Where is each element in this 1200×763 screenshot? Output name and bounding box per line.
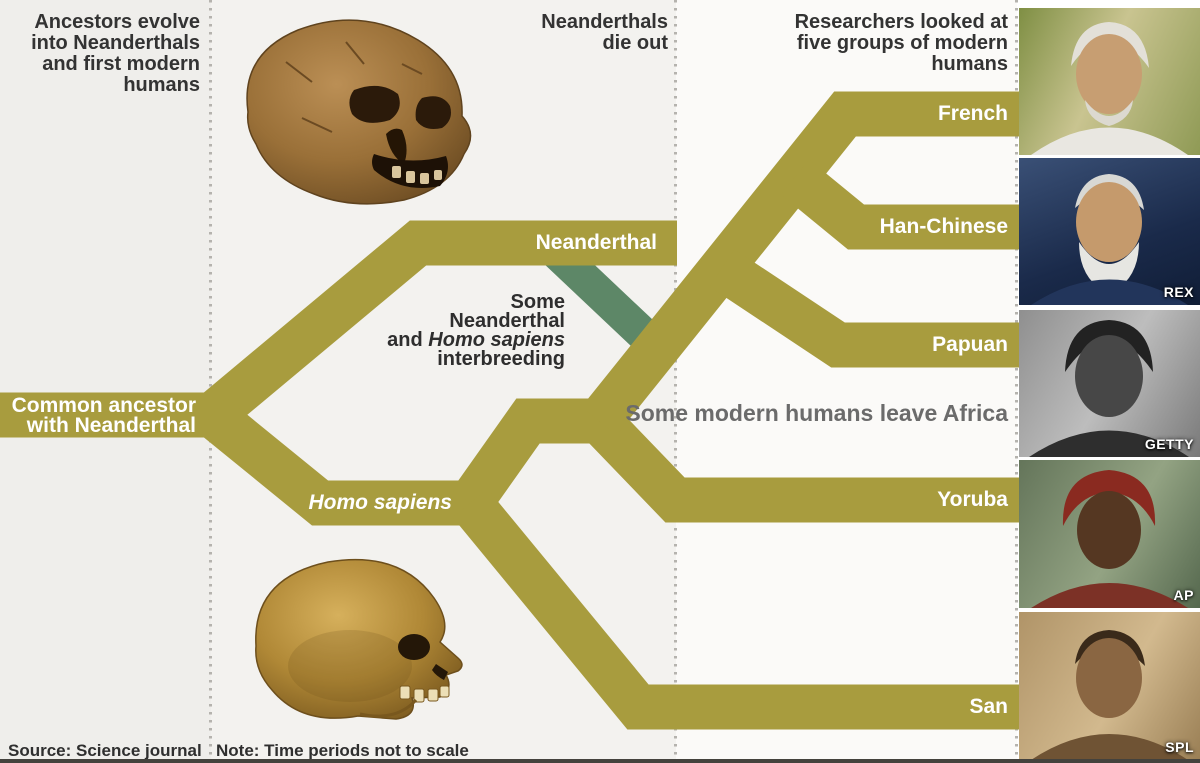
group-label-french: French (937, 102, 1008, 125)
branch-common-to-homo-sapiens (197, 397, 470, 526)
note-line: die out (602, 32, 668, 54)
homo-sapiens-branch-label: Homo sapiens (308, 491, 452, 514)
branch-to-han-chinese (780, 159, 1019, 250)
note-text: and (387, 329, 429, 351)
common-ancestor-label: Common ancestor with Neanderthal (0, 394, 196, 437)
homo-sapiens-skull-image (255, 558, 463, 720)
note-line: Neanderthals (541, 11, 668, 33)
leave-africa-note: Some modern humans leave Africa (625, 400, 1008, 426)
note-text-italic: Homo sapiens (428, 329, 565, 351)
note-line: humans (123, 74, 200, 96)
photo-credit: REX (1163, 284, 1194, 300)
note-line: and first modern (42, 53, 200, 75)
note-line: interbreeding (437, 348, 565, 370)
researchers-note: Researchers looked at five groups of mod… (768, 12, 1008, 75)
photo-san: SPL (1019, 612, 1200, 760)
photo-french (1019, 8, 1200, 155)
label-line: with Neanderthal (26, 414, 196, 437)
photo-credit: SPL (1165, 739, 1194, 755)
person-silhouette (1031, 22, 1188, 155)
group-label-yoruba: Yoruba (937, 488, 1008, 511)
bottom-border-bar (0, 759, 1200, 763)
photo-credit: AP (1173, 587, 1194, 603)
group-label-han-chinese: Han-Chinese (879, 215, 1008, 238)
group-label-san: San (969, 695, 1008, 718)
photo-yoruba: AP (1019, 460, 1200, 608)
timeline-divider-dotted-line (209, 0, 212, 763)
note-line: Researchers looked at (794, 11, 1008, 33)
branch-out-of-africa-to-french (581, 91, 1019, 436)
photo-credit: GETTY (1144, 436, 1194, 452)
branch-to-san (452, 488, 1019, 730)
note-line: Neanderthal (449, 310, 565, 332)
label-line: Common ancestor (11, 394, 196, 417)
note-line: into Neanderthals (31, 32, 200, 54)
person-silhouette (1029, 320, 1189, 457)
note-line: Some (510, 291, 565, 313)
photo-han-chinese: REX (1019, 158, 1200, 305)
neanderthals-die-out-note: Neanderthals die out (478, 12, 668, 54)
person-silhouette (1031, 174, 1188, 305)
source-note: Source: Science journal (8, 741, 202, 760)
timeline-divider-dotted-line (674, 0, 677, 763)
note-line: five groups of modern (796, 32, 1008, 54)
photo-papuan: GETTY (1019, 310, 1200, 457)
timeline-divider-dotted-line (1015, 0, 1018, 763)
note-line: and Homo sapiens (345, 329, 565, 351)
ancestor-skull-image (246, 19, 472, 205)
note-line: humans (931, 53, 1008, 75)
person-silhouette (1031, 630, 1188, 760)
ancestors-evolve-note: Ancestors evolve into Neanderthals and f… (10, 12, 200, 96)
neanderthal-branch-label: Neanderthal (535, 231, 657, 254)
note-line: Ancestors evolve (34, 11, 200, 33)
timescale-note: Note: Time periods not to scale (216, 741, 469, 760)
person-silhouette (1031, 470, 1188, 608)
branch-to-papuan (709, 249, 1019, 368)
background-section-left (0, 0, 211, 763)
group-label-papuan: Papuan (932, 333, 1008, 356)
branch-common-to-neanderthal (0, 220, 677, 438)
interbreeding-note: Some Neanderthal and Homo sapiens interb… (345, 291, 565, 370)
